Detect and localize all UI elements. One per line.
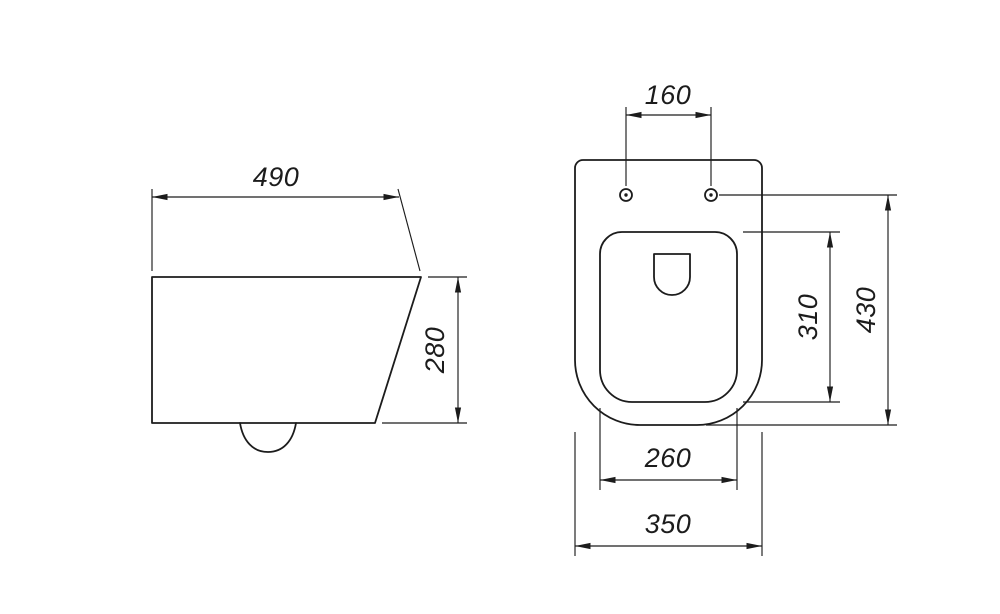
side-view-outline [151,276,422,424]
top-view: 160 430 310 260 350 [574,80,897,556]
bolt-hole-left-center-dot [624,193,628,197]
dimension-label-side-width: 490 [253,162,300,192]
seat-opening-outline [599,231,738,403]
bolt-hole-right [704,188,718,202]
extension-line [397,188,421,272]
bolt-hole-left [619,188,633,202]
dimension-label-side-height: 280 [420,327,450,375]
dimension-label-inner-width: 260 [644,443,692,473]
dimension-label-inner-depth: 310 [793,294,823,341]
bolt-hole-right-center-dot [709,193,713,197]
flush-outlet-outline [653,253,691,296]
dimension-label-bolt-spacing: 160 [645,80,692,110]
side-view: 490 280 [151,162,467,453]
dimension-label-overall-width: 350 [645,509,692,539]
dimension-label-overall-depth: 430 [851,287,881,334]
drain-outlet-curve [239,422,297,453]
